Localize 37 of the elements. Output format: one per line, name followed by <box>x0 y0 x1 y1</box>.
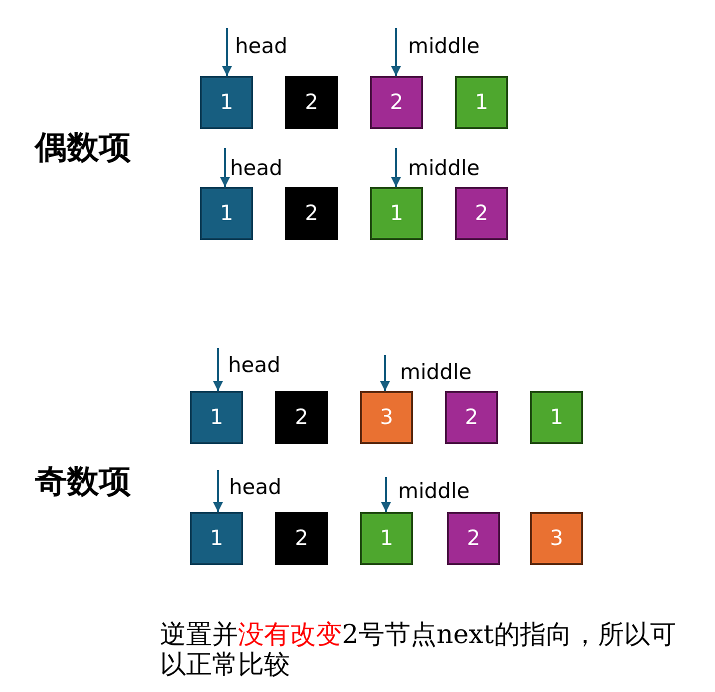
list-node: 3 <box>360 391 413 444</box>
pointer-arrow <box>213 348 223 391</box>
pointer-arrow <box>391 28 401 76</box>
list-node: 2 <box>445 391 498 444</box>
list-node: 1 <box>200 187 253 240</box>
pointer-label: middle <box>408 158 480 179</box>
list-node: 2 <box>285 76 338 129</box>
pointer-label: head <box>235 36 288 57</box>
list-node: 1 <box>370 187 423 240</box>
list-node: 1 <box>200 76 253 129</box>
list-node: 2 <box>455 187 508 240</box>
list-node: 1 <box>530 391 583 444</box>
list-node: 2 <box>275 391 328 444</box>
pointer-label: head <box>229 477 282 498</box>
pointer-arrow <box>213 470 223 512</box>
list-node: 2 <box>447 512 500 565</box>
section-heading: 偶数项 <box>35 130 131 166</box>
pointer-label: head <box>230 158 282 179</box>
pointer-label: head <box>228 355 280 376</box>
pointer-label: middle <box>400 362 472 383</box>
list-node: 1 <box>190 391 243 444</box>
list-node: 2 <box>275 512 328 565</box>
pointer-arrow <box>381 477 391 512</box>
list-node: 3 <box>530 512 583 565</box>
list-node: 1 <box>360 512 413 565</box>
pointer-label: middle <box>398 481 470 502</box>
list-node: 1 <box>190 512 243 565</box>
section-heading: 奇数项 <box>35 464 131 500</box>
list-node: 2 <box>370 76 423 129</box>
pointer-arrow <box>380 355 390 391</box>
pointer-arrow <box>220 148 230 187</box>
note-text: 逆置并没有改变2号节点next的指向，所以可以正常比较 <box>160 620 677 680</box>
pointer-arrow <box>391 148 401 187</box>
pointer-label: middle <box>408 36 480 57</box>
list-node: 1 <box>455 76 508 129</box>
pointer-arrow <box>222 28 232 76</box>
list-node: 2 <box>285 187 338 240</box>
